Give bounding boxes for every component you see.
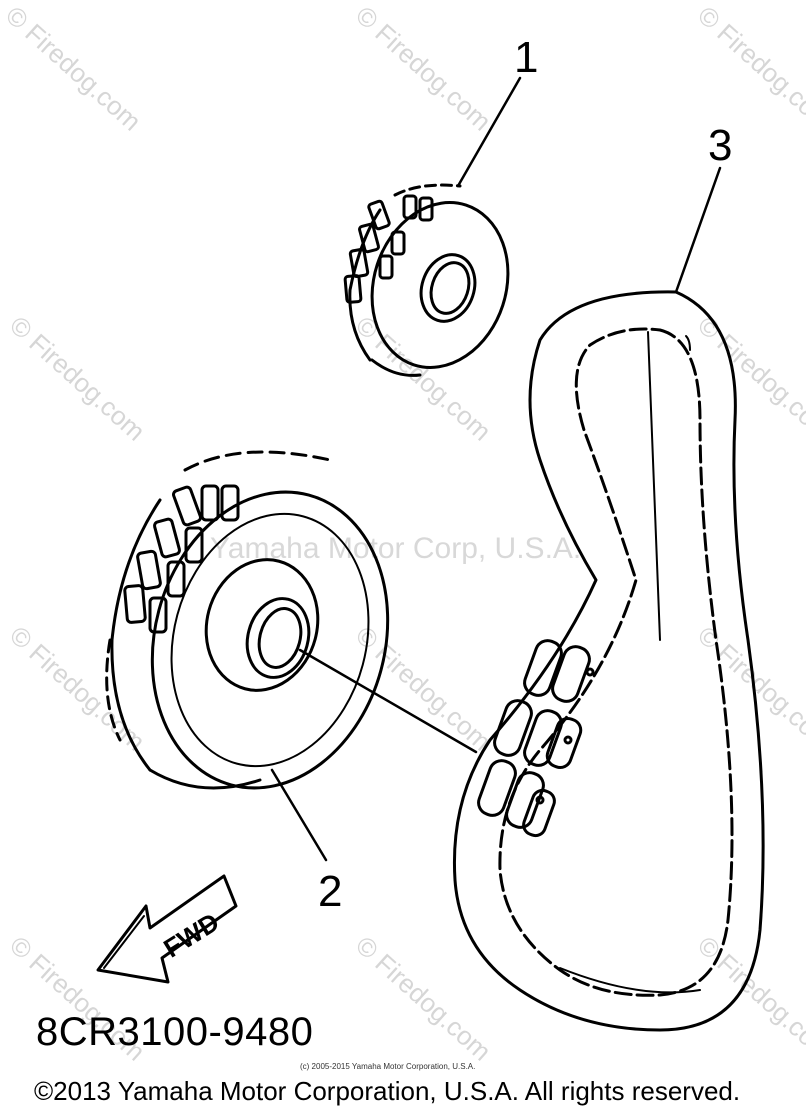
callout-3: 3 (708, 121, 733, 170)
large-sprocket-teeth (123, 484, 240, 634)
fine-print: (c) 2005-2015 Yamaha Motor Corporation, … (300, 1062, 476, 1071)
drive-belt (452, 166, 765, 1032)
callout-2: 2 (318, 867, 343, 916)
copyright-notice: ©2013 Yamaha Motor Corporation, U.S.A. A… (34, 1076, 741, 1106)
leader-line-belt (298, 648, 478, 754)
small-sprocket (343, 76, 522, 377)
leader-line-2 (270, 768, 328, 862)
leader-line-1 (456, 76, 522, 188)
part-number: 8CR3100-9480 (36, 1010, 314, 1054)
chain-links (477, 639, 595, 838)
large-sprocket (105, 450, 478, 862)
leader-line-3 (674, 166, 722, 294)
small-sprocket-teeth (343, 194, 434, 304)
fwd-arrow: FWD (96, 874, 238, 984)
callout-1: 1 (514, 33, 539, 82)
